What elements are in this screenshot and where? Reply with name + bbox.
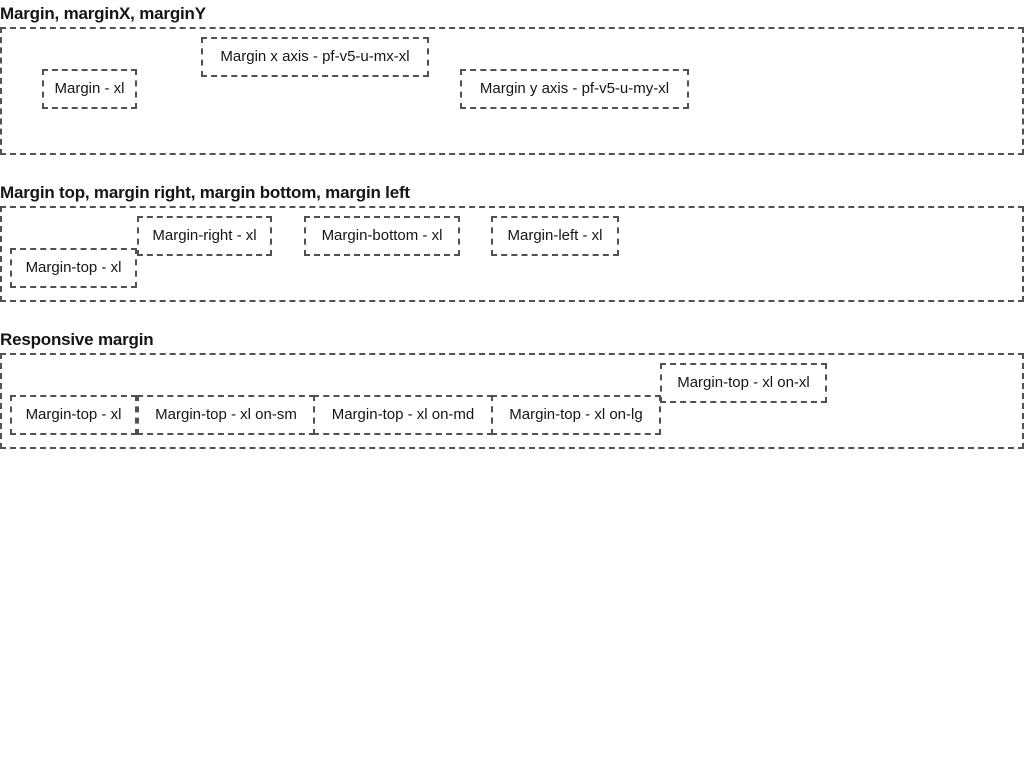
example-container-directional-margin: Margin-top - xl Margin-right - xl Margin… [0, 206, 1024, 302]
margin-x-axis-box: Margin x axis - pf-v5-u-mx-xl [201, 37, 429, 77]
margin-right-xl-box: Margin-right - xl [137, 216, 272, 256]
margin-right-xl-label: Margin-right - xl [152, 227, 257, 244]
margin-left-xl-box: Margin-left - xl [491, 216, 619, 256]
margin-top-xl-on-lg-box: Margin-top - xl on-lg [491, 395, 661, 435]
margin-bottom-xl-label: Margin-bottom - xl [321, 227, 443, 244]
margin-bottom-xl-box: Margin-bottom - xl [304, 216, 460, 256]
example-container-margin: Margin - xl Margin x axis - pf-v5-u-mx-x… [0, 27, 1024, 155]
margin-top-xl-box: Margin-top - xl [10, 395, 137, 435]
margin-top-xl-on-md-box: Margin-top - xl on-md [313, 395, 493, 435]
margin-top-xl-on-xl-label: Margin-top - xl on-xl [677, 374, 810, 391]
margin-x-axis-label: Margin x axis - pf-v5-u-mx-xl [220, 48, 410, 65]
margin-top-xl-label: Margin-top - xl [25, 406, 122, 423]
margin-top-xl-on-lg-label: Margin-top - xl on-lg [509, 406, 643, 423]
section-title-responsive-margin: Responsive margin [0, 330, 154, 349]
margin-top-xl-on-md-label: Margin-top - xl on-md [331, 406, 475, 423]
margin-left-xl-label: Margin-left - xl [507, 227, 603, 244]
margin-top-xl-box: Margin-top - xl [10, 248, 137, 288]
margin-top-xl-on-xl-box: Margin-top - xl on-xl [660, 363, 827, 403]
section-title-directional-margin: Margin top, margin right, margin bottom,… [0, 183, 410, 202]
section-title-margin: Margin, marginX, marginY [0, 4, 206, 23]
margin-top-xl-label: Margin-top - xl [25, 259, 122, 276]
margin-y-axis-label: Margin y axis - pf-v5-u-my-xl [479, 80, 670, 97]
example-container-responsive-margin: Margin-top - xl Margin-top - xl on-sm Ma… [0, 353, 1024, 449]
margin-y-axis-box: Margin y axis - pf-v5-u-my-xl [460, 69, 689, 109]
margin-xl-box: Margin - xl [42, 69, 137, 109]
margin-top-xl-on-sm-box: Margin-top - xl on-sm [137, 395, 315, 435]
margin-xl-label: Margin - xl [54, 80, 125, 97]
margin-top-xl-on-sm-label: Margin-top - xl on-sm [155, 406, 297, 423]
